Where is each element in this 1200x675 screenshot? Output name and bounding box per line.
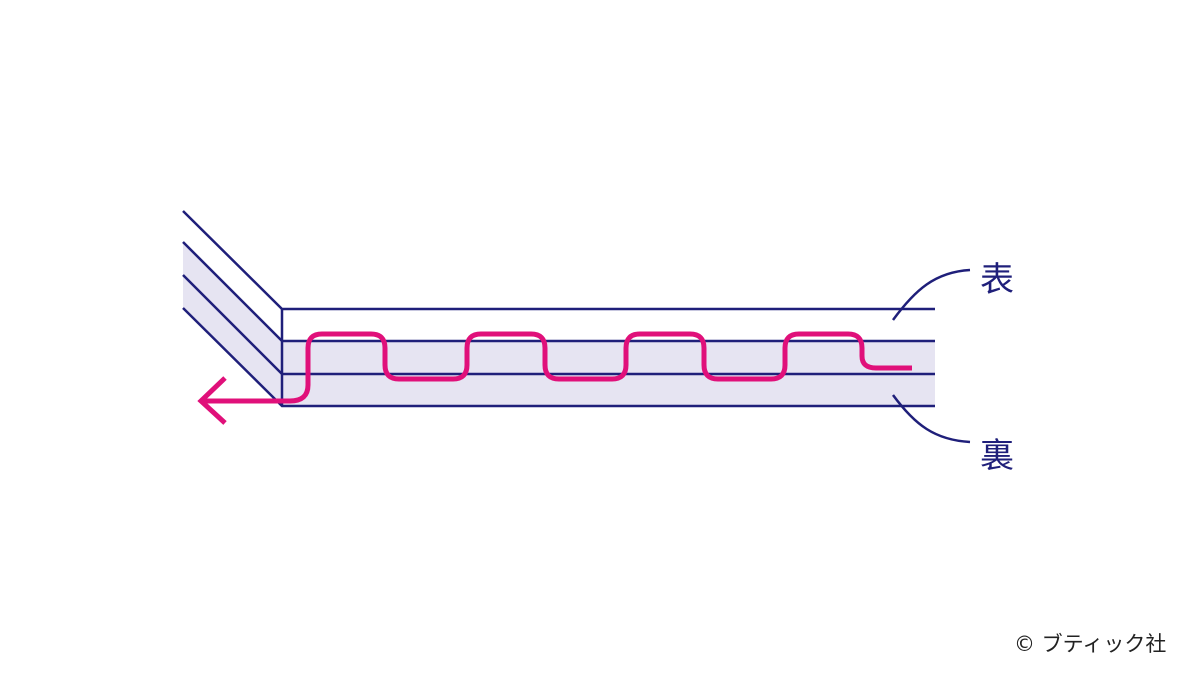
leader-back <box>891 394 971 444</box>
arrow-left-icon <box>197 376 227 425</box>
leader-front <box>891 268 971 321</box>
fabric-edge-1 <box>182 210 935 311</box>
thread-path <box>200 331 912 404</box>
back-label: 裏 <box>980 436 1014 476</box>
fabric-edge-2 <box>182 241 935 343</box>
copyright-credit: © ブティック社 <box>1014 632 1167 656</box>
back-fabric-fill <box>183 242 935 406</box>
front-label: 表 <box>980 260 1014 300</box>
